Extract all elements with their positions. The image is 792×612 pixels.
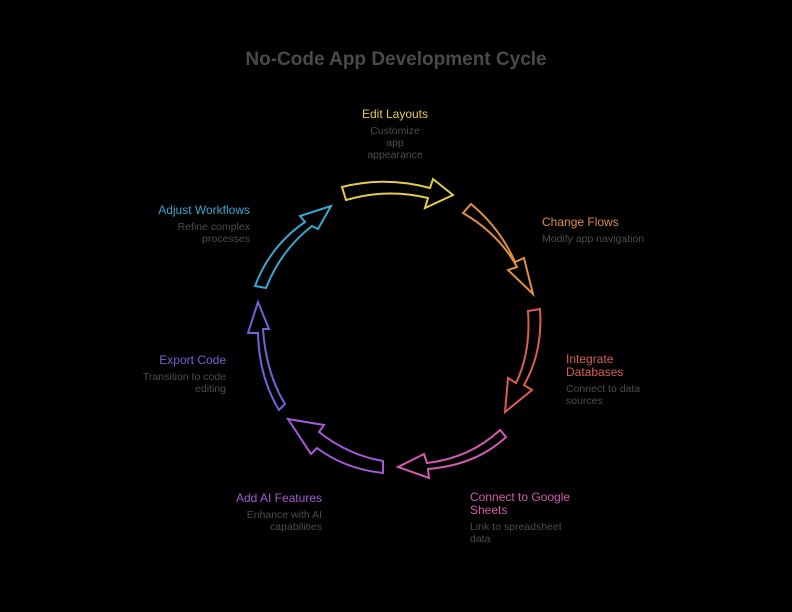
step-edit-layouts: Edit Layouts Customize app appearance — [335, 107, 455, 162]
step-add-ai-features: Add AI Features Enhance with AI capabili… — [212, 491, 322, 534]
arrow-edit-layouts-icon — [340, 177, 455, 210]
step-label: Export Code — [159, 353, 226, 367]
step-change-flows: Change Flows Modify app navigation — [542, 215, 672, 246]
step-description: Link to spreadsheet data — [470, 521, 562, 545]
arrow-integrate-databases-icon — [503, 307, 542, 415]
step-label: Connect to Google Sheets — [470, 490, 571, 517]
step-description: Modify app navigation — [542, 233, 645, 245]
step-integrate-databases: Integrate Databases Connect to data sour… — [566, 352, 646, 408]
arrow-adjust-workflows-icon — [253, 204, 334, 290]
arrow-add-ai-icon — [285, 417, 384, 475]
step-label: Adjust Workflows — [158, 203, 250, 217]
step-description: Enhance with AI capabilities — [246, 509, 322, 533]
arrow-change-flows-icon — [461, 202, 535, 298]
diagram-title: No-Code App Development Cycle — [245, 49, 547, 70]
step-adjust-workflows: Adjust Workflows Refine complex processe… — [140, 203, 250, 246]
arrow-export-code-icon — [246, 299, 287, 412]
step-description: Connect to data sources — [566, 383, 641, 407]
step-label: Change Flows — [542, 215, 619, 229]
step-connect-google-sheets: Connect to Google Sheets Link to spreads… — [470, 490, 580, 546]
step-label: Add AI Features — [235, 491, 322, 505]
step-label: Integrate Databases — [566, 352, 624, 379]
arrow-connect-sheets-icon — [395, 428, 508, 480]
step-export-code: Export Code Transition to code editing — [126, 353, 226, 396]
step-description: Refine complex processes — [177, 221, 250, 245]
step-description: Transition to code editing — [142, 371, 226, 395]
step-label: Edit Layouts — [361, 107, 429, 121]
step-description: Customize app appearance — [367, 125, 423, 161]
